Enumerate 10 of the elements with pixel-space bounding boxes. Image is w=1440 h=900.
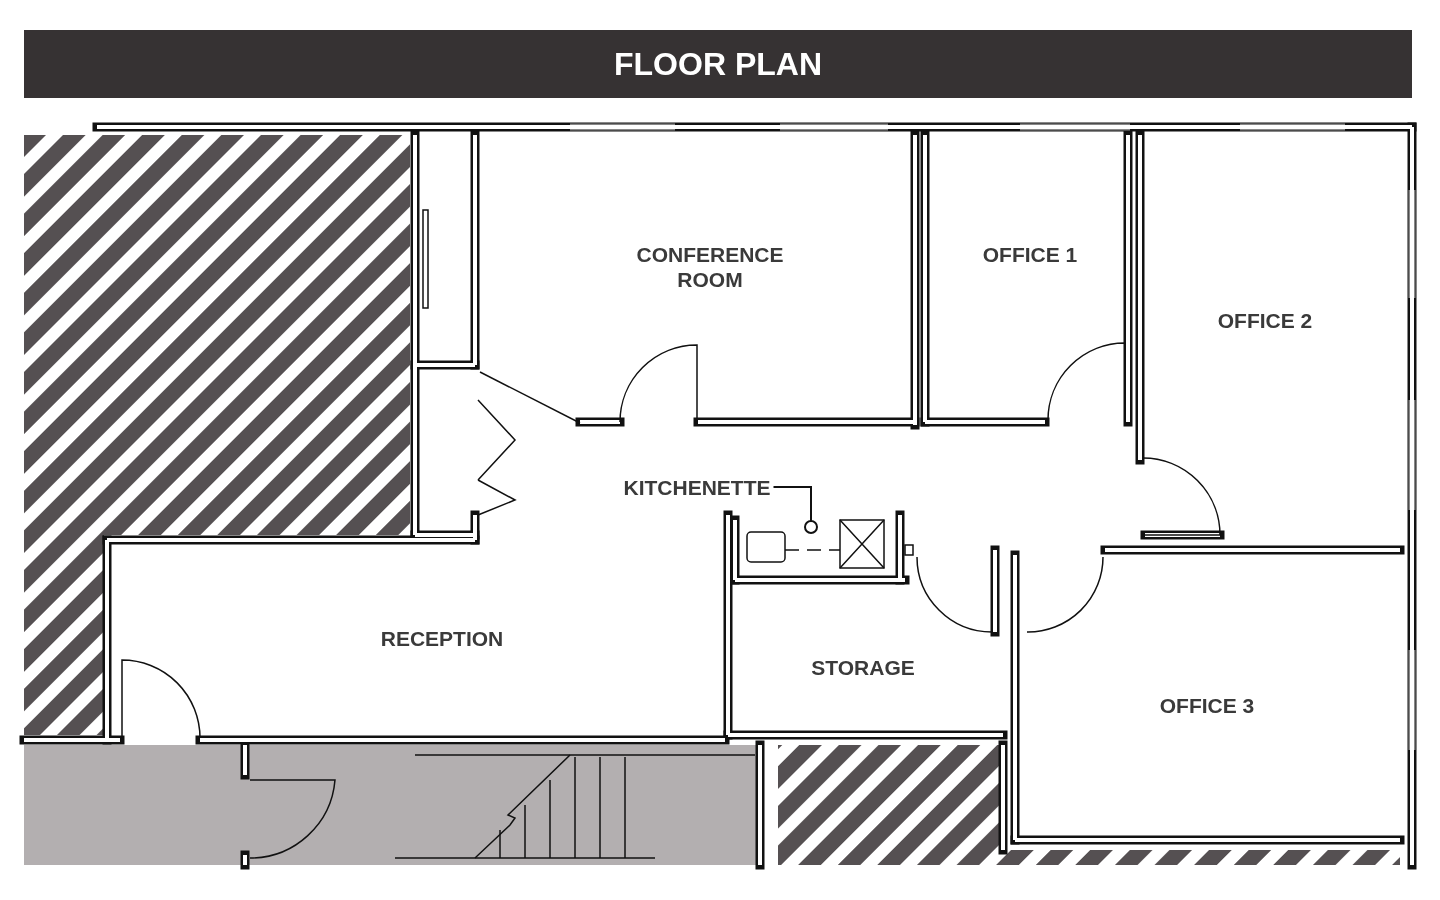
fixture-point (804, 520, 818, 534)
room-label: OFFICE 1 (981, 241, 1079, 267)
room-label: OFFICE 3 (1158, 692, 1256, 718)
room-label: STORAGE (810, 654, 916, 680)
room-label: RECEPTION (379, 625, 505, 651)
callout-label: KITCHENETTE (623, 474, 771, 500)
title-banner: FLOOR PLAN (24, 30, 1412, 98)
room-label: CONFERENCE ROOM (635, 242, 785, 292)
room-label: OFFICE 2 (1216, 307, 1314, 333)
leader-line (772, 486, 812, 522)
